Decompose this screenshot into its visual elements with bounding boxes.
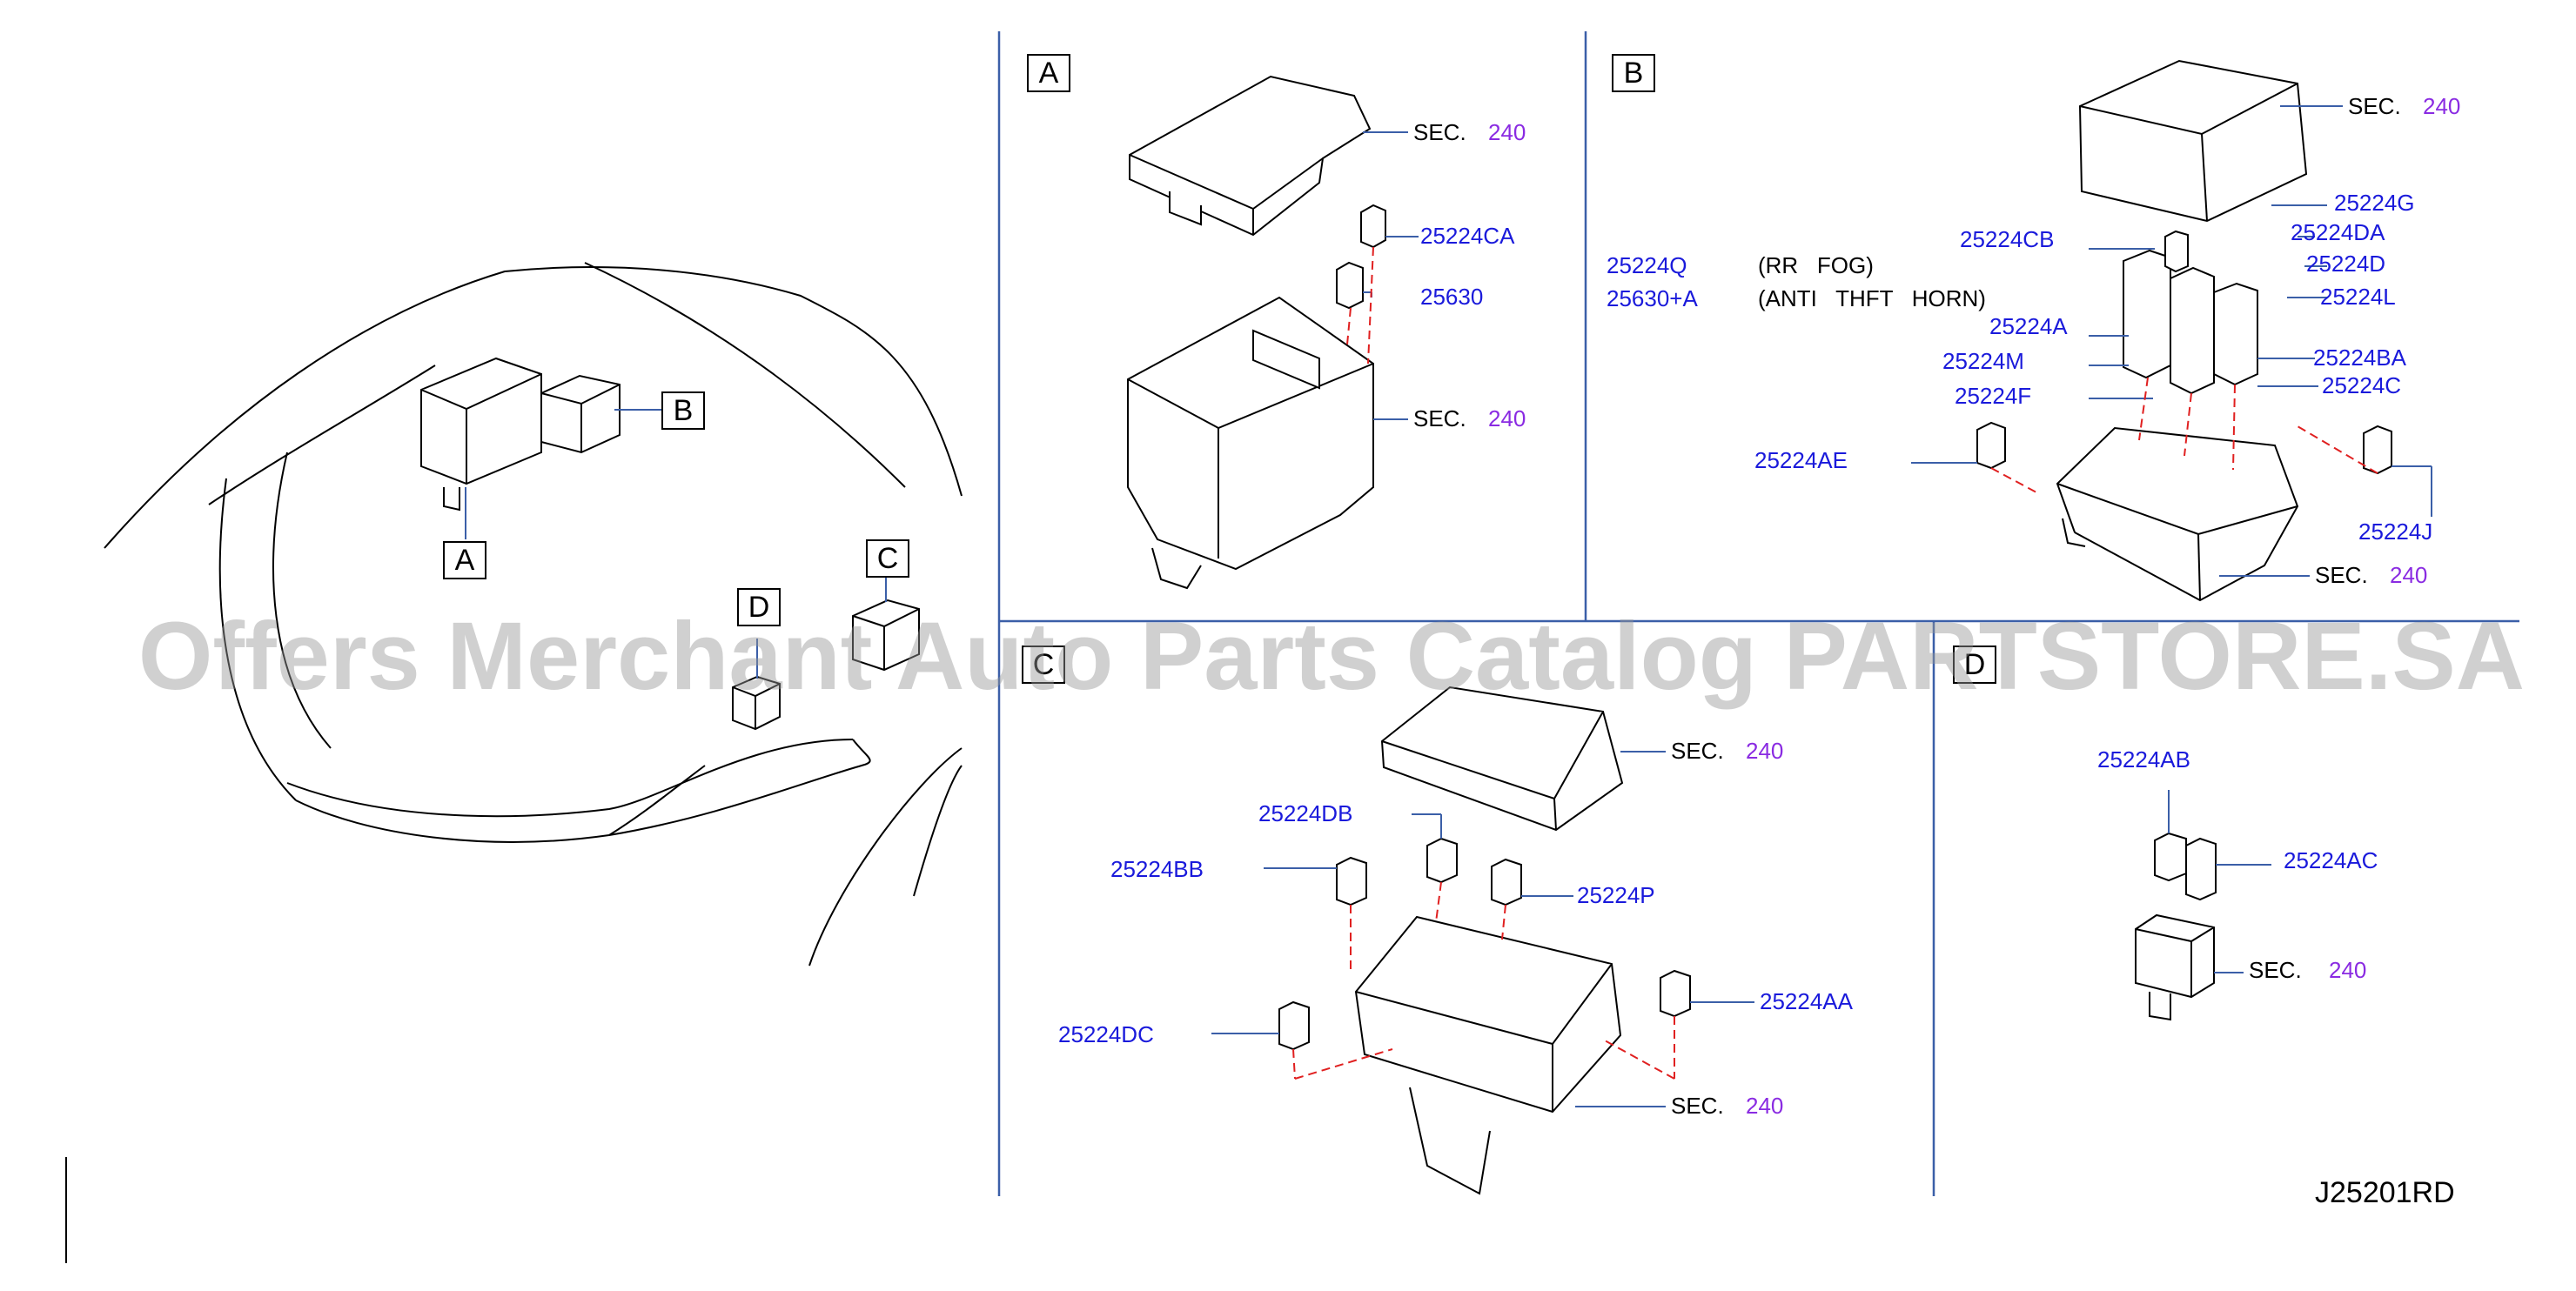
panel-c-leaders [1211,751,1754,1107]
panel-b-cover-sec-number: 240 [2423,93,2461,119]
vehicle-box-b-shape [540,374,621,454]
panel-b-dashes [1990,377,2378,493]
part-25224D[interactable]: 25224D [2306,251,2386,277]
panel-a-relays [1336,204,1386,310]
panel-b-cover [2078,59,2308,223]
box-b-vehicle: B [661,391,705,430]
part-25224L[interactable]: 25224L [2320,284,2396,310]
panel-d-sec-prefix: SEC. [2249,957,2302,983]
panel-b-relays [1976,230,2392,475]
panel-b-base [2056,426,2299,602]
panel-c-base-sec-number: 240 [1746,1093,1784,1119]
panel-c-relays [1278,837,1691,1051]
part-25224F[interactable]: 25224F [1955,383,2032,409]
vehicle-box-c-shape [852,599,920,672]
panel-d-label: D [1953,646,1996,684]
part-25224AE[interactable]: 25224AE [1754,447,1848,473]
panel-a-base-sec-number: 240 [1488,405,1526,431]
panel-c-cover-sec-number: 240 [1746,738,1784,764]
vehicle-box-a-shape [420,357,542,512]
part-25224J[interactable]: 25224J [2358,518,2433,545]
part-25630[interactable]: 25630 [1420,284,1484,310]
panel-a-base [1127,296,1374,590]
panel-a-cover-sec-number: 240 [1488,119,1526,145]
note-desc-rr-fog: (RR FOG) [1758,252,1874,278]
vehicle-leaders [465,409,887,679]
panel-a-dashes [1346,246,1374,365]
part-25224P[interactable]: 25224P [1577,882,1655,908]
part-25224DC[interactable]: 25224DC [1058,1021,1154,1047]
box-c-vehicle: C [866,539,909,578]
part-25224AC[interactable]: 25224AC [2284,847,2378,873]
vehicle-outline [104,262,963,967]
part-25224CA[interactable]: 25224CA [1420,223,1515,249]
panel-b-cover-sec-prefix: SEC. [2348,93,2401,119]
panel-borders [997,31,2519,1196]
vehicle-box-d-shape [732,675,781,731]
panel-b-base-sec-prefix: SEC. [2315,562,2368,588]
box-a-vehicle: A [443,541,486,579]
panel-b-base-sec-number: 240 [2390,562,2428,588]
part-25224DA[interactable]: 25224DA [2291,219,2385,245]
note-desc-anti-thft-horn: (ANTI THFT HORN) [1758,285,1986,311]
part-25224CB[interactable]: 25224CB [1960,226,2055,252]
part-25224AB[interactable]: 25224AB [2097,746,2190,773]
panel-b-label: B [1612,54,1655,92]
panel-a-base-sec-prefix: SEC. [1413,405,1466,431]
panel-c-base-sec-prefix: SEC. [1671,1093,1724,1119]
drawing-reference: J25201RD [2315,1176,2455,1209]
part-25224AA[interactable]: 25224AA [1760,988,1853,1014]
panel-d-leaders [2168,790,2271,973]
panel-a-cover-sec-prefix: SEC. [1413,119,1466,145]
panel-c-cover [1380,686,1624,832]
part-25224BA[interactable]: 25224BA [2313,344,2406,371]
part-25224M[interactable]: 25224M [1942,348,2024,374]
part-25224C[interactable]: 25224C [2322,372,2402,398]
panel-b-leaders [1911,105,2432,577]
panel-c-dashes [1292,881,1675,1080]
part-25224A[interactable]: 25224A [1989,313,2068,339]
panel-c-label: C [1022,646,1065,684]
part-25224DB[interactable]: 25224DB [1258,800,1353,826]
panel-c-cover-sec-prefix: SEC. [1671,738,1724,764]
part-25224BB[interactable]: 25224BB [1110,856,1204,882]
note-part-25630A[interactable]: 25630+A [1607,285,1698,311]
part-25224G[interactable]: 25224G [2334,190,2415,216]
panel-d-socket [2135,913,2215,1021]
note-part-25224Q[interactable]: 25224Q [1607,252,1687,278]
panel-a-cover [1129,75,1372,237]
panel-d-relays [2154,832,2217,901]
panel-a-label: A [1027,54,1070,92]
panel-c-base [1354,915,1622,1195]
panel-d-sec-number: 240 [2329,957,2367,983]
box-d-vehicle: D [737,588,781,626]
